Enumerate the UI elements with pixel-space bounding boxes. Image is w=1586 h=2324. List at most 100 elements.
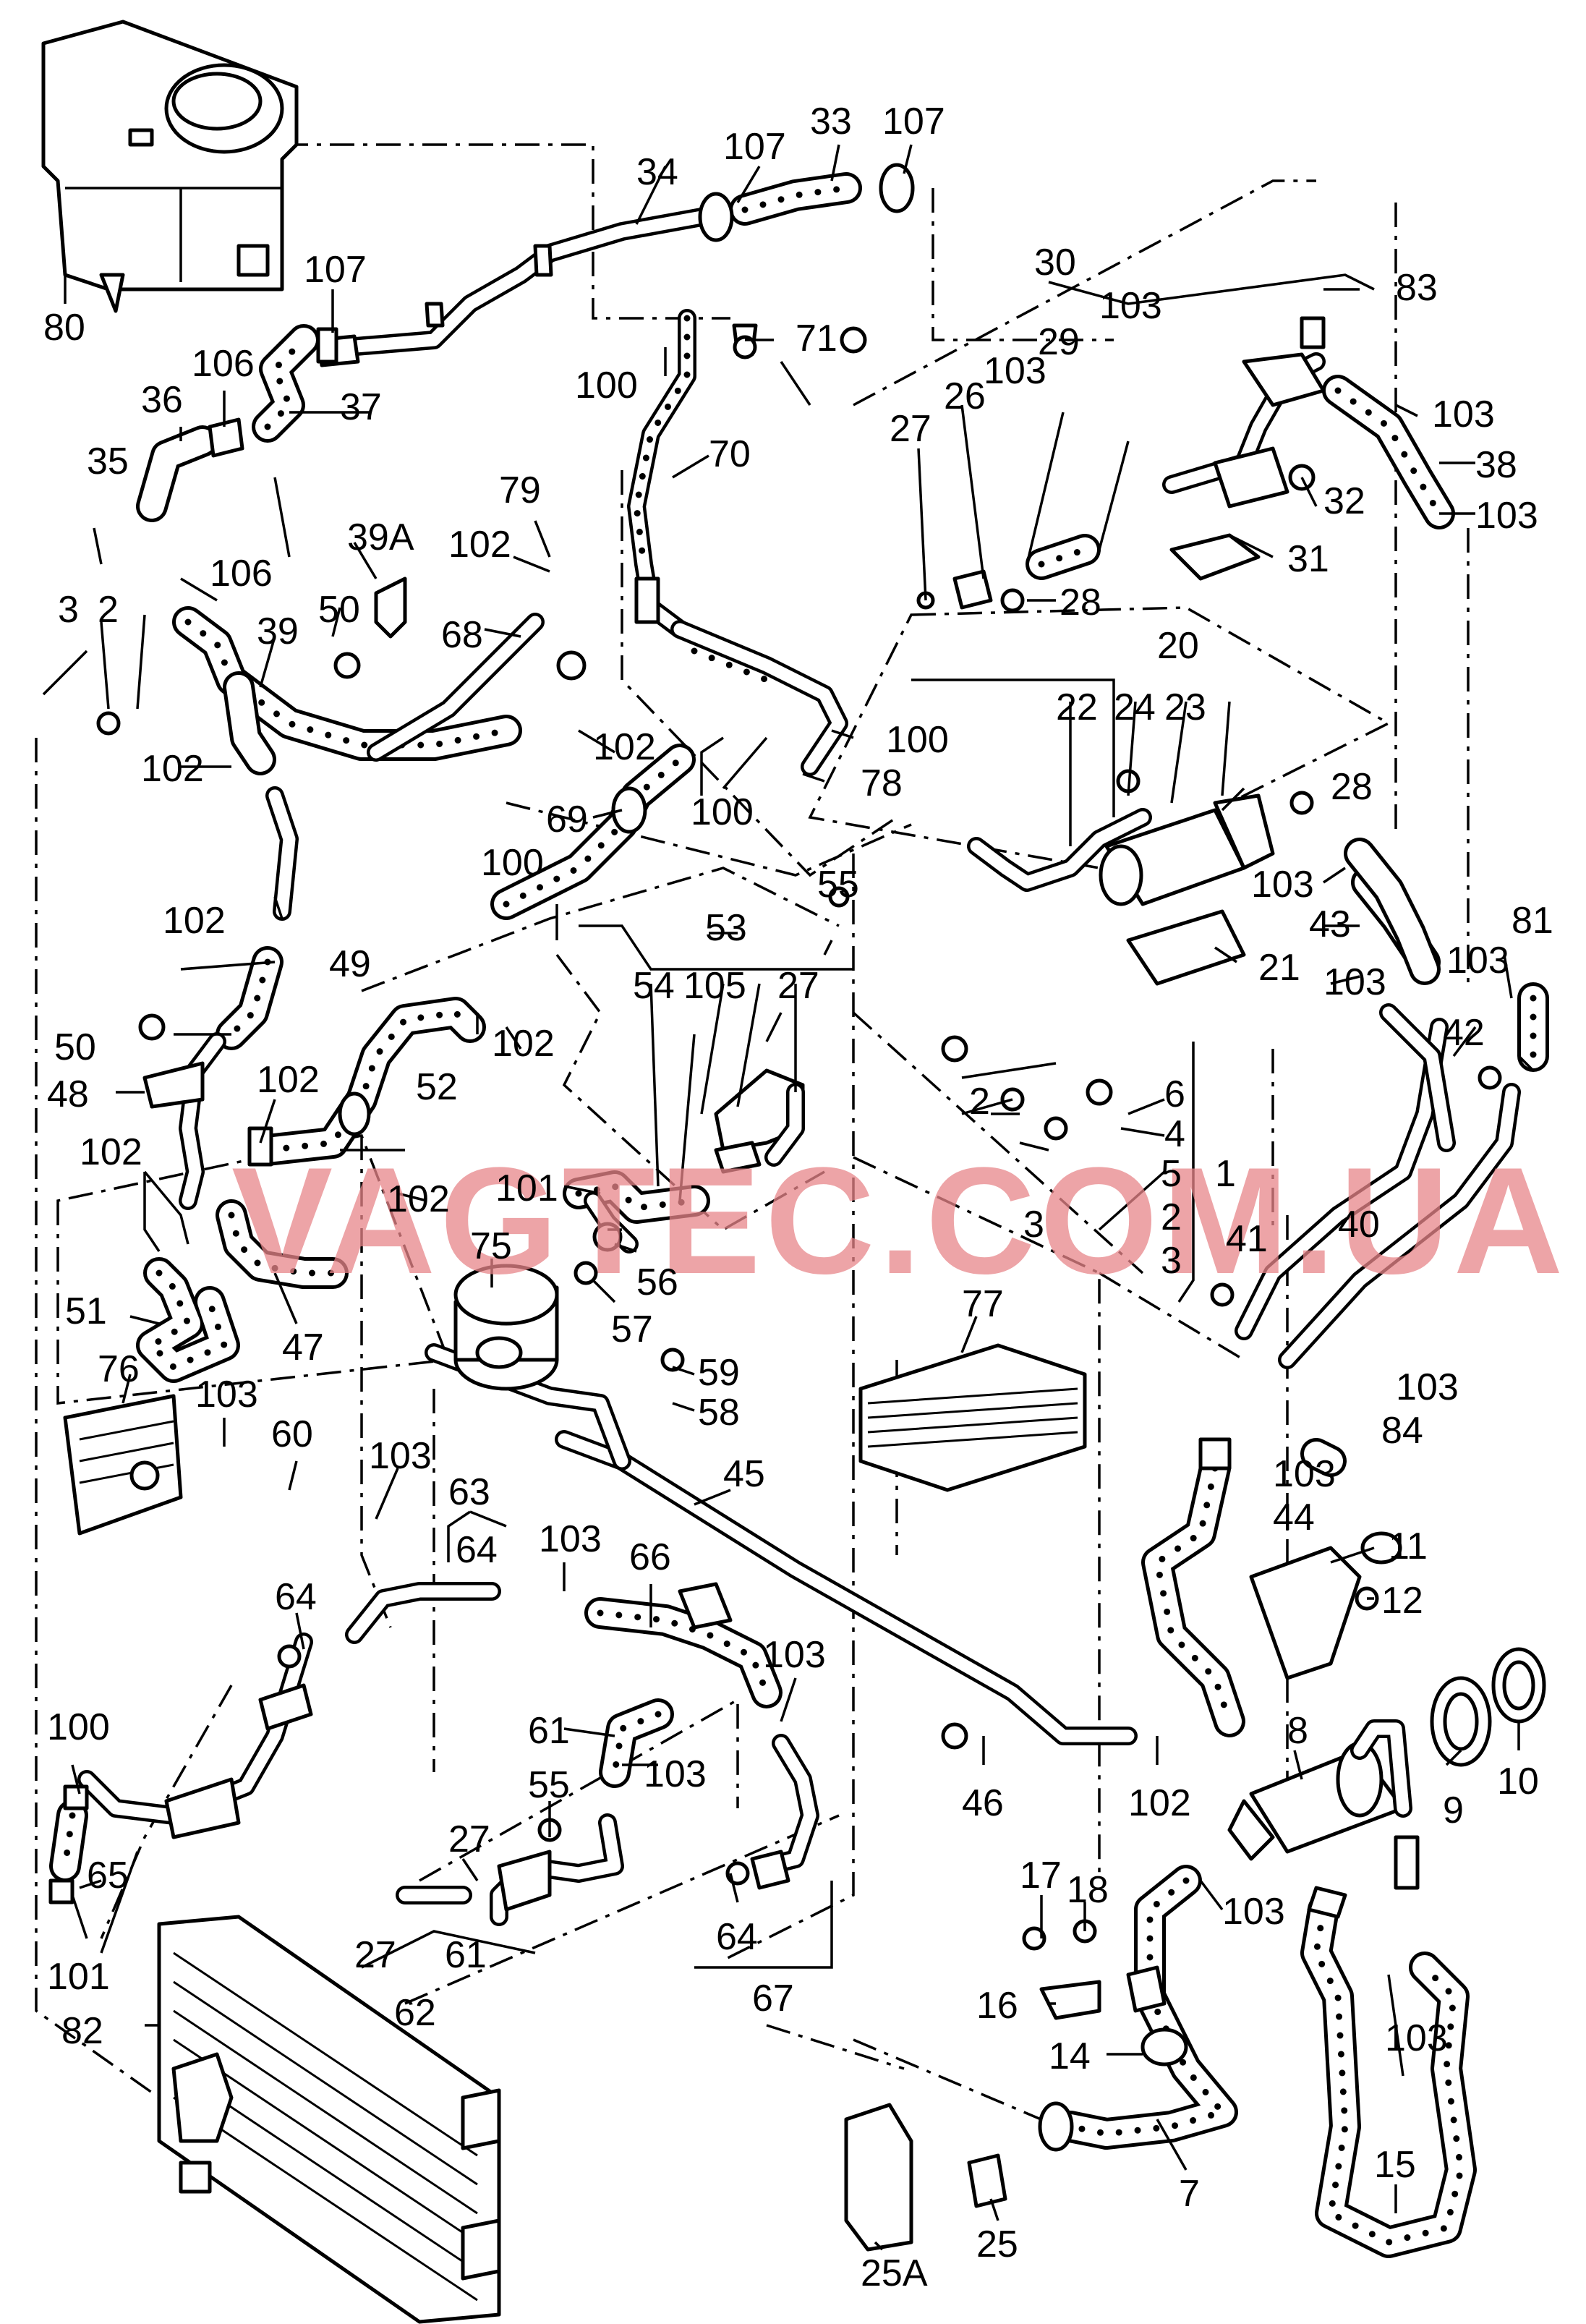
callout-64: 64 bbox=[456, 1529, 498, 1571]
callout-102: 102 bbox=[163, 900, 226, 942]
callout-64: 64 bbox=[275, 1576, 317, 1618]
callout-103: 103 bbox=[1385, 2017, 1448, 2059]
callout-34: 34 bbox=[636, 151, 678, 193]
callout-14: 14 bbox=[1049, 2035, 1091, 2077]
callout-71: 71 bbox=[796, 318, 837, 359]
callout-66: 66 bbox=[629, 1536, 671, 1578]
callout-50: 50 bbox=[318, 589, 360, 631]
callout-labels: 80 34 107 33 107 30 83 107 106 36 37 71 … bbox=[43, 101, 1553, 2294]
callout-53: 53 bbox=[705, 907, 747, 949]
cooler-77 bbox=[858, 1343, 1087, 1492]
bracket-11 bbox=[1249, 1531, 1402, 1680]
callout-80: 80 bbox=[43, 307, 85, 349]
oil-cooler-76 bbox=[63, 1394, 183, 1536]
callout-102: 102 bbox=[257, 1059, 320, 1101]
callout-41: 41 bbox=[1226, 1218, 1268, 1260]
callout-70: 70 bbox=[709, 433, 751, 475]
callout-5: 5 bbox=[1161, 1153, 1182, 1195]
callout-44: 44 bbox=[1273, 1497, 1315, 1538]
callout-84: 84 bbox=[1381, 1410, 1423, 1452]
callout-40: 40 bbox=[1338, 1204, 1380, 1246]
callout-27: 27 bbox=[890, 408, 931, 450]
callout-56: 56 bbox=[636, 1261, 678, 1303]
callout-100: 100 bbox=[575, 365, 638, 407]
callout-67: 67 bbox=[752, 1978, 794, 2019]
callout-20: 20 bbox=[1157, 625, 1199, 667]
fasteners bbox=[96, 326, 1502, 1951]
callout-103: 103 bbox=[1323, 961, 1386, 1003]
callout-46: 46 bbox=[962, 1782, 1004, 1824]
callout-101: 101 bbox=[47, 1956, 110, 1998]
callout-17: 17 bbox=[1020, 1855, 1062, 1897]
callout-103: 103 bbox=[1251, 864, 1314, 906]
valve-53 bbox=[563, 1068, 805, 1285]
callout-49: 49 bbox=[329, 943, 371, 985]
hose-37-36 bbox=[136, 324, 338, 522]
callout-54: 54 bbox=[633, 965, 675, 1007]
callout-43: 43 bbox=[1309, 903, 1351, 945]
callout-100: 100 bbox=[47, 1706, 110, 1748]
callout-76: 76 bbox=[98, 1348, 140, 1390]
callout-18: 18 bbox=[1067, 1869, 1109, 1911]
radiator-82 bbox=[157, 1915, 501, 2324]
callout-29: 29 bbox=[1038, 321, 1080, 363]
heater-pump-20 bbox=[967, 793, 1441, 986]
clips-small bbox=[844, 1965, 1188, 2252]
callout-107: 107 bbox=[304, 249, 367, 291]
callout-52: 52 bbox=[416, 1066, 458, 1108]
callout-78: 78 bbox=[861, 762, 903, 804]
hose-44 bbox=[1141, 1437, 1347, 1737]
callout-103: 103 bbox=[1099, 285, 1162, 327]
hose-61-62 bbox=[396, 1698, 674, 1926]
filter-75 bbox=[453, 1264, 559, 1391]
hose-38-43 bbox=[1344, 838, 1441, 985]
callout-102: 102 bbox=[448, 524, 511, 566]
callout-31: 31 bbox=[1287, 538, 1329, 580]
callout-103: 103 bbox=[1446, 940, 1509, 982]
callout-102: 102 bbox=[141, 748, 204, 790]
callout-103: 103 bbox=[195, 1374, 258, 1416]
callout-3: 3 bbox=[58, 589, 79, 631]
callout-107: 107 bbox=[723, 126, 786, 168]
leader-lines bbox=[42, 144, 1535, 2251]
expansion-tank bbox=[41, 20, 299, 313]
callout-1: 1 bbox=[1215, 1153, 1236, 1195]
callout-16: 16 bbox=[976, 1985, 1018, 2027]
hose-51-47-52 bbox=[136, 946, 486, 1383]
callout-36: 36 bbox=[141, 379, 183, 421]
callout-27: 27 bbox=[448, 1818, 490, 1860]
callout-102: 102 bbox=[1128, 1782, 1191, 1824]
callout-82: 82 bbox=[61, 2010, 103, 2052]
callout-3: 3 bbox=[1023, 1204, 1044, 1246]
callout-79: 79 bbox=[499, 469, 541, 511]
callout-103: 103 bbox=[369, 1435, 432, 1477]
callout-2: 2 bbox=[969, 1081, 990, 1123]
callout-25: 25 bbox=[976, 2223, 1018, 2265]
callout-4: 4 bbox=[1164, 1113, 1185, 1155]
callout-6: 6 bbox=[1164, 1073, 1185, 1115]
callout-101: 101 bbox=[495, 1167, 558, 1209]
callout-102: 102 bbox=[593, 726, 656, 768]
callout-102: 102 bbox=[80, 1131, 142, 1173]
callout-107: 107 bbox=[882, 101, 945, 142]
callout-37: 37 bbox=[340, 386, 382, 428]
callout-105: 105 bbox=[683, 965, 746, 1007]
callout-33: 33 bbox=[810, 101, 852, 142]
callout-39: 39 bbox=[257, 610, 299, 652]
parts bbox=[41, 20, 1549, 2324]
callout-81: 81 bbox=[1512, 900, 1553, 942]
callout-68: 68 bbox=[441, 614, 483, 656]
callout-100: 100 bbox=[481, 842, 544, 884]
hose-65 bbox=[48, 1784, 89, 1904]
callout-103: 103 bbox=[1222, 1891, 1285, 1933]
callout-77: 77 bbox=[962, 1283, 1004, 1325]
callout-61: 61 bbox=[445, 1934, 487, 1976]
callout-59: 59 bbox=[698, 1352, 740, 1394]
callout-24: 24 bbox=[1114, 686, 1156, 728]
hose-63-66 bbox=[77, 1582, 819, 1890]
callout-9: 9 bbox=[1443, 1789, 1464, 1831]
callout-12: 12 bbox=[1381, 1580, 1423, 1622]
callout-103: 103 bbox=[1396, 1366, 1459, 1408]
callout-63: 63 bbox=[448, 1471, 490, 1513]
